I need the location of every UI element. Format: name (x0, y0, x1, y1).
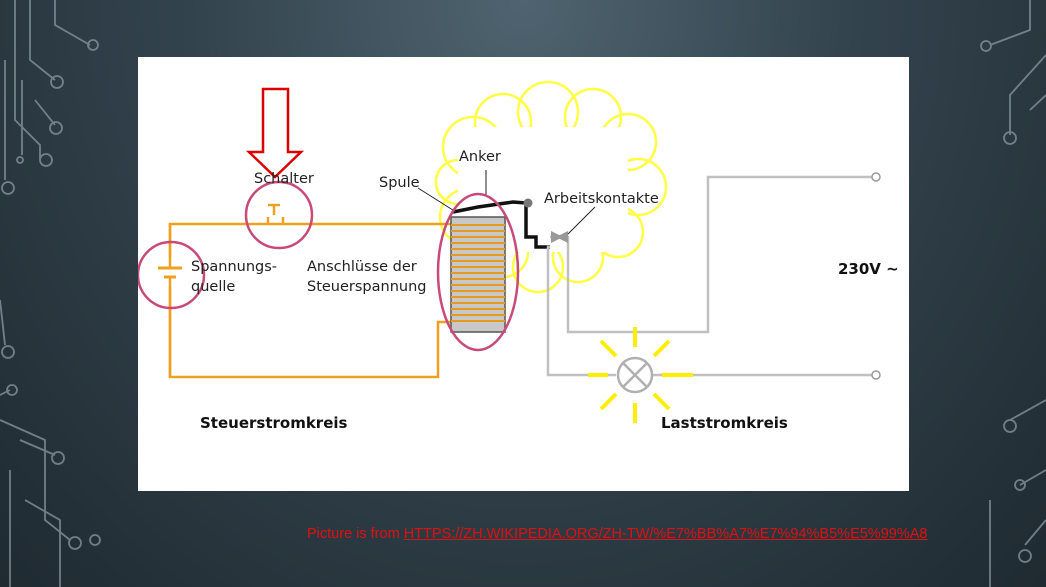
switch-symbol (268, 203, 280, 215)
lamp-symbol (616, 356, 654, 394)
source-attribution: Picture is from HTTPS://ZH.WIKIPEDIA.ORG… (307, 526, 927, 542)
relay-diagram (138, 80, 881, 423)
source-prefix: Picture is from (307, 526, 404, 542)
lamp-rays (588, 327, 693, 423)
control-circuit-wire (168, 217, 453, 379)
switch-arrow (245, 87, 305, 179)
label-spannungsquelle-2: quelle (191, 279, 236, 295)
label-laststromkreis: Laststromkreis (661, 414, 788, 432)
label-anschluesse-2: Steuerspannung (307, 279, 427, 295)
source-highlight (138, 240, 206, 310)
coil-windings (451, 224, 505, 322)
label-arbeitskontakte: Arbeitskontakte (544, 191, 659, 207)
highlight-ellipses (138, 180, 520, 352)
coil-highlight (436, 192, 520, 352)
armature-pivot (523, 198, 533, 208)
work-contacts (551, 231, 568, 243)
label-voltage: 230V ~ (838, 260, 899, 278)
label-spannungsquelle-1: Spannungs- (191, 259, 278, 275)
label-schalter: Schalter (254, 171, 314, 187)
switch-highlight (244, 180, 314, 250)
label-anker: Anker (459, 149, 501, 165)
relay-diagram-panel: Schalter Spule Anker Arbeitskontakte Spa… (138, 57, 909, 491)
label-anschluesse-1: Anschlüsse der (307, 259, 417, 275)
label-spule: Spule (379, 175, 420, 191)
label-steuerstromkreis: Steuerstromkreis (200, 414, 348, 432)
armature (452, 200, 550, 249)
source-link[interactable]: HTTPS://ZH.WIKIPEDIA.ORG/ZH-TW/%E7%BB%A7… (403, 526, 928, 542)
terminal-top (871, 172, 881, 182)
terminal-bottom (871, 370, 881, 380)
